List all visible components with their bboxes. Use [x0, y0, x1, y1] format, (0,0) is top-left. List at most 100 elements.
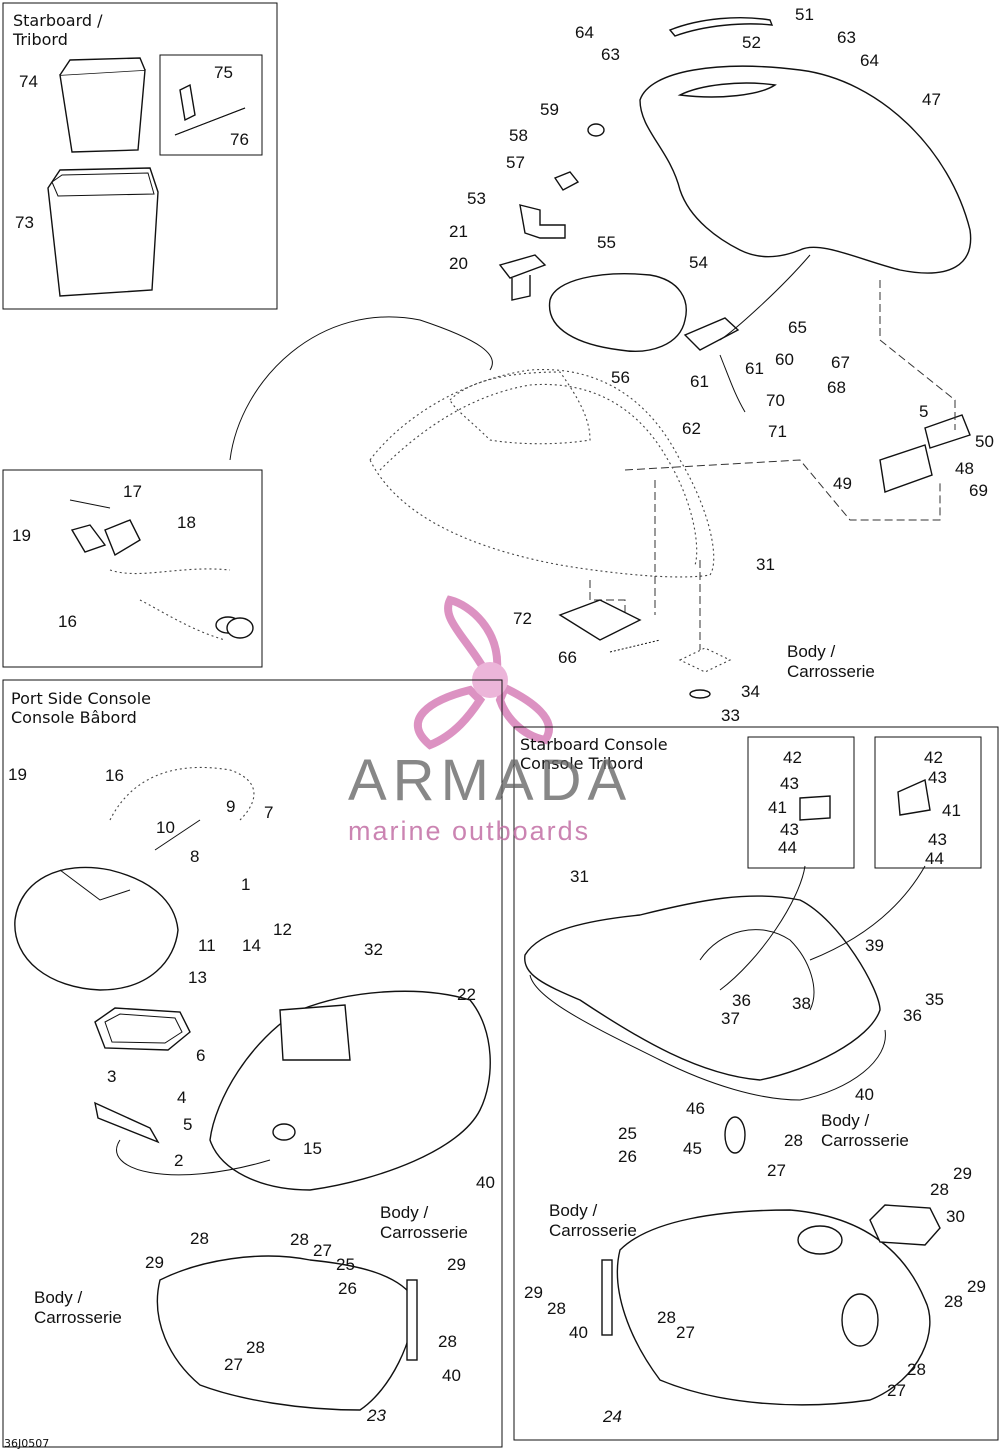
watermark-tagline: marine outboards	[348, 816, 590, 846]
callout: 74	[19, 72, 38, 91]
callout: 41	[942, 801, 961, 820]
bin-lower	[47, 167, 159, 297]
callout: 9	[226, 797, 235, 816]
callout: 3	[107, 1067, 116, 1086]
callout: 16	[105, 766, 124, 785]
callout: 26	[338, 1279, 357, 1298]
box-title-line1: Starboard /	[13, 11, 103, 30]
tie-46	[724, 1116, 746, 1154]
callout: 43	[928, 830, 947, 849]
callout: 28	[784, 1131, 803, 1150]
callout: 10	[156, 818, 175, 837]
callout: 18	[177, 513, 196, 532]
callout: 11	[198, 936, 216, 955]
callout: 25	[336, 1255, 355, 1274]
frame-30	[869, 1204, 941, 1246]
hood-47	[639, 65, 972, 274]
callout: 12	[273, 920, 292, 939]
bracket-41b	[897, 778, 931, 816]
callout: 43	[928, 768, 947, 787]
callout: 46	[686, 1099, 705, 1118]
body-label: Carrosserie	[787, 662, 875, 681]
callout: 28	[290, 1230, 309, 1249]
callout: 28	[944, 1292, 963, 1311]
callout: 69	[969, 481, 988, 500]
port-title-line2: Console Bâbord	[11, 708, 137, 727]
cover-1	[14, 866, 179, 991]
callout: 27	[224, 1355, 243, 1374]
callout: 24	[602, 1407, 622, 1426]
callout: 19	[8, 765, 27, 784]
frame-6	[94, 1007, 191, 1051]
fitting-75	[179, 83, 196, 122]
callout: 63	[601, 45, 620, 64]
watermark-brand: ARMADA	[348, 748, 632, 813]
callout: 53	[467, 189, 486, 208]
callout: 16	[58, 612, 77, 631]
callout: 2	[174, 1151, 183, 1170]
callout: 6	[196, 1046, 205, 1065]
callout: 42	[924, 748, 943, 767]
callout: 40	[569, 1323, 588, 1342]
callout: 29	[145, 1253, 164, 1272]
callout: 48	[955, 459, 974, 478]
callout: 55	[597, 233, 616, 252]
callout: 14	[242, 936, 261, 955]
callout: 26	[618, 1147, 637, 1166]
callout: 5	[183, 1115, 192, 1134]
callout: 72	[513, 609, 532, 628]
bracket-65	[683, 317, 740, 351]
callout: 62	[682, 419, 701, 438]
callout: 22	[457, 985, 476, 1004]
callout: 47	[922, 90, 941, 109]
callout: 50	[975, 432, 994, 451]
callout: 21	[449, 222, 468, 241]
body-label: Body /	[34, 1288, 82, 1307]
callout: 13	[188, 968, 207, 987]
drain-fitting-box	[2, 469, 263, 668]
callout: 40	[855, 1085, 874, 1104]
body-label: Body /	[549, 1201, 597, 1220]
callout: 44	[925, 849, 944, 868]
callout: 29	[524, 1283, 543, 1302]
body-labels: Body / Carrosserie Body / Carrosserie Bo…	[34, 642, 909, 1327]
callout: 7	[264, 803, 273, 822]
watermark-logo	[413, 595, 553, 750]
flange-18	[104, 519, 141, 557]
callout: 19	[12, 526, 31, 545]
storage-bin-box: Starboard / Tribord	[2, 2, 278, 310]
bracket-41a	[799, 795, 831, 821]
callout: 56	[611, 368, 630, 387]
callout: 64	[575, 23, 594, 42]
callout: 28	[907, 1360, 926, 1379]
bin-upper	[59, 69, 146, 153]
seat-54	[548, 273, 687, 352]
bracket-53	[519, 204, 566, 239]
callout: 27	[676, 1323, 695, 1342]
callout: 28	[930, 1180, 949, 1199]
callout: 8	[190, 847, 199, 866]
callout: 25	[618, 1124, 637, 1143]
callout: 28	[438, 1332, 457, 1351]
stbd-title-line1: Starboard Console	[520, 735, 668, 754]
callout: 34	[741, 682, 760, 701]
callout: 63	[837, 28, 856, 47]
callout: 37	[721, 1009, 740, 1028]
callout: 27	[313, 1241, 332, 1260]
handle-51	[668, 17, 774, 37]
callout: 40	[442, 1366, 461, 1385]
body-label: Carrosserie	[821, 1131, 909, 1150]
body-label: Body /	[787, 642, 835, 661]
body-label: Carrosserie	[549, 1221, 637, 1240]
plate-72	[558, 599, 642, 641]
port-console-box: Port Side Console Console Bâbord	[2, 679, 503, 1448]
callout: 75	[214, 63, 233, 82]
callout: 43	[780, 774, 799, 793]
callout: 58	[509, 126, 528, 145]
body-label: Carrosserie	[34, 1308, 122, 1327]
callout: 28	[246, 1338, 265, 1357]
callout: 61	[745, 359, 764, 378]
callout: 15	[303, 1139, 322, 1158]
